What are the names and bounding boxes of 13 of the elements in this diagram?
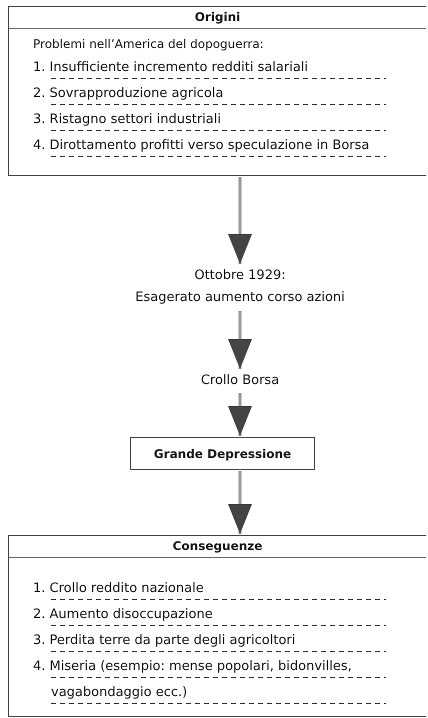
step-text: Ottobre 1929: <box>193 267 287 285</box>
section-panel <box>8 535 426 717</box>
intro-text: Problemi nell’America del dopoguerra: <box>33 37 265 51</box>
down-arrow <box>228 471 252 534</box>
step-text: Crollo Borsa <box>170 370 310 392</box>
section-panel <box>8 6 426 176</box>
down-arrow <box>228 393 252 436</box>
process-box: Grande Depressione <box>130 437 315 470</box>
down-arrow <box>228 311 252 369</box>
step-text: Esagerato aumento corso azioni <box>134 289 346 307</box>
down-arrow <box>228 177 252 264</box>
panel-heading: Conseguenze <box>9 536 426 558</box>
panel-heading: Origini <box>9 7 426 29</box>
